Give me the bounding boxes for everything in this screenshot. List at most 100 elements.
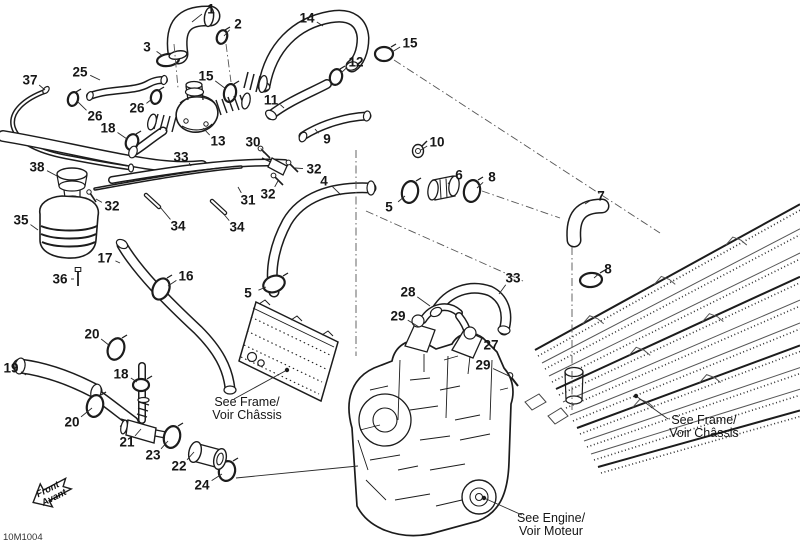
callout-leader-19 bbox=[20, 371, 27, 376]
clamp-23-bolt bbox=[177, 422, 184, 427]
callout-leader-24 bbox=[211, 473, 223, 482]
clamp-15-bolt bbox=[390, 43, 397, 48]
pressure-cap-art bbox=[56, 167, 88, 181]
tee-fitting-21-art bbox=[119, 396, 167, 444]
clamp-20-bolt bbox=[100, 391, 107, 396]
callout-32: 32 bbox=[104, 199, 119, 214]
callout-leader-16 bbox=[167, 279, 177, 287]
callout-leader-35 bbox=[30, 224, 39, 231]
hose-end-ring bbox=[115, 238, 129, 250]
bleed-fitting-art bbox=[257, 145, 299, 186]
callout-29: 29 bbox=[475, 358, 490, 373]
hose-end-ring bbox=[42, 85, 50, 95]
tunnel-bracket bbox=[524, 393, 569, 425]
callout-16: 16 bbox=[178, 269, 194, 284]
water-pump-art bbox=[128, 80, 251, 159]
tunnel-tab bbox=[653, 275, 676, 285]
hose-end-ring bbox=[223, 385, 237, 395]
callout-18: 18 bbox=[100, 121, 116, 136]
callout-leader-38 bbox=[46, 170, 58, 177]
tunnel-rail bbox=[555, 275, 800, 390]
callout-33: 33 bbox=[173, 150, 189, 165]
hose-end-ring bbox=[160, 74, 168, 86]
see-engine-line2: Voir Moteur bbox=[519, 524, 583, 538]
callout-leader-29 bbox=[407, 319, 420, 328]
see-engine-line1: See Engine/ bbox=[517, 511, 586, 525]
callout-8: 8 bbox=[488, 170, 496, 185]
hose-11 bbox=[267, 80, 331, 119]
see-frame-right-line1: See Frame/ bbox=[671, 413, 737, 427]
callout-32: 32 bbox=[306, 162, 321, 177]
clamp-16-bolt bbox=[166, 274, 173, 279]
clamp-26-bolt bbox=[75, 88, 82, 93]
tunnel-rail bbox=[576, 344, 800, 429]
tunnel-tab bbox=[699, 374, 721, 384]
hose-25 bbox=[87, 77, 167, 99]
clamp-16 bbox=[151, 277, 171, 301]
diagram-code: 10M1004 bbox=[3, 532, 43, 543]
see-frame-right-leader bbox=[635, 395, 669, 420]
callout-26: 26 bbox=[87, 109, 103, 124]
callout-21: 21 bbox=[119, 435, 135, 450]
callout-37: 37 bbox=[22, 73, 37, 88]
pin-34 bbox=[211, 200, 226, 214]
callout-leader-11 bbox=[280, 104, 285, 109]
hose-19 bbox=[14, 360, 101, 397]
callout-9: 9 bbox=[323, 132, 331, 147]
tunnel-rail bbox=[534, 203, 800, 351]
callout-7: 7 bbox=[597, 189, 605, 204]
elbow-hose-1 bbox=[168, 6, 219, 63]
callout-30: 30 bbox=[245, 135, 260, 150]
tunnel-rail bbox=[569, 322, 800, 416]
callout-leader-12 bbox=[340, 66, 348, 74]
clamp-5-bolt bbox=[415, 177, 422, 182]
clamp-12 bbox=[328, 68, 344, 86]
tunnel-rail bbox=[590, 388, 800, 455]
clamp-23 bbox=[162, 425, 182, 449]
callout-17: 17 bbox=[97, 251, 112, 266]
callout-32: 32 bbox=[260, 187, 275, 202]
callout-1: 1 bbox=[207, 2, 215, 17]
clamp-8 bbox=[578, 271, 604, 289]
callout-5: 5 bbox=[385, 200, 393, 215]
tunnel-rail bbox=[562, 299, 800, 403]
callout-leader-1 bbox=[191, 13, 203, 23]
callout-14: 14 bbox=[299, 11, 315, 26]
callout-15: 15 bbox=[198, 69, 214, 84]
callout-leader-8 bbox=[593, 273, 600, 279]
callout-leader-33 bbox=[188, 162, 192, 167]
callout-leader-2 bbox=[223, 29, 230, 37]
callout-leader-32 bbox=[274, 180, 279, 188]
clamp-24-bolt bbox=[232, 457, 239, 462]
tunnel-tab bbox=[702, 313, 724, 323]
tunnel-inlet-base bbox=[565, 395, 583, 405]
callout-leader-13 bbox=[202, 127, 211, 136]
hose-17 bbox=[118, 241, 234, 393]
clamp-8-bolt bbox=[477, 176, 484, 181]
clamp-26 bbox=[149, 89, 163, 105]
clamp-26-bolt bbox=[158, 86, 165, 91]
see-frame-left-line1: See Frame/ bbox=[214, 395, 280, 409]
callout-leader-15 bbox=[214, 80, 227, 90]
callout-20: 20 bbox=[64, 415, 79, 430]
callout-25: 25 bbox=[72, 65, 88, 80]
see-frame-left-leader bbox=[233, 369, 288, 400]
hose-end-ring bbox=[345, 61, 359, 71]
tunnel-tab bbox=[725, 236, 748, 246]
hose-4 bbox=[268, 183, 375, 296]
clamp-8 bbox=[462, 179, 482, 203]
callout-leader-25 bbox=[90, 74, 101, 81]
hose-33-front bbox=[109, 160, 288, 183]
tunnel-tab bbox=[582, 315, 605, 325]
tunnel-tab bbox=[632, 398, 655, 408]
callout-10: 10 bbox=[429, 135, 444, 150]
callout-23: 23 bbox=[145, 448, 161, 463]
tunnel-rail bbox=[548, 252, 800, 377]
engine-art bbox=[348, 314, 514, 537]
clamp-15 bbox=[373, 45, 395, 63]
callout-11: 11 bbox=[264, 93, 279, 108]
callout-leader-6 bbox=[447, 180, 451, 185]
tunnel-rail-texture bbox=[572, 328, 800, 422]
hose-end-ring bbox=[14, 357, 26, 375]
